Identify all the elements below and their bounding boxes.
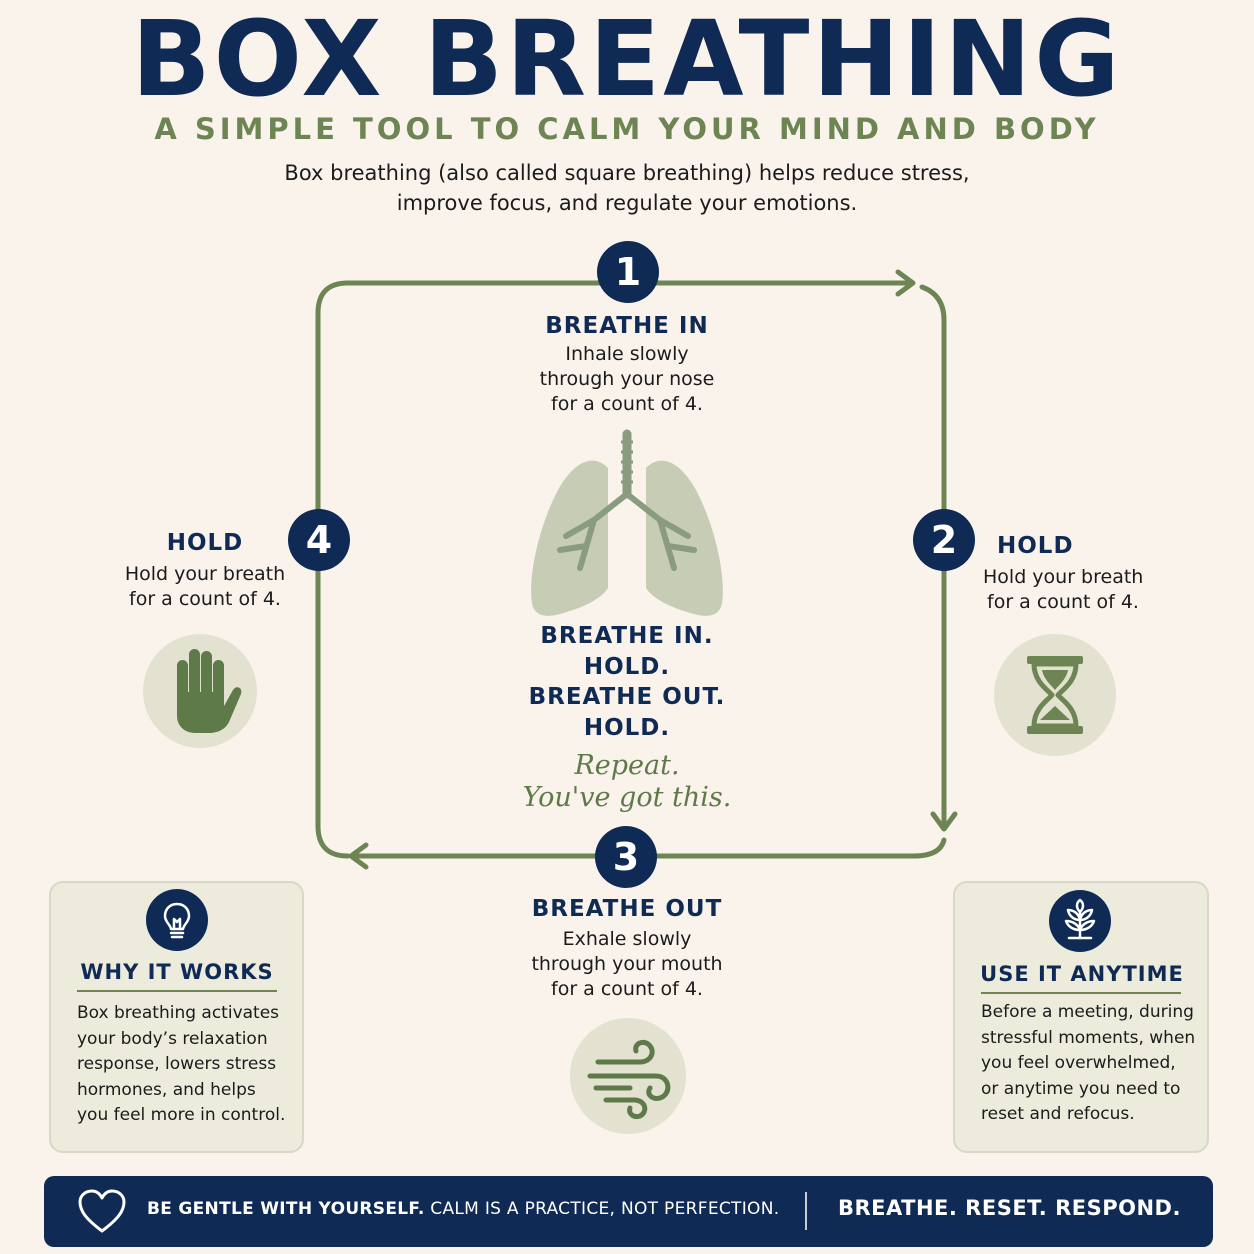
- lightbulb-icon: [163, 902, 191, 939]
- step-badge-4: 4: [288, 509, 350, 571]
- step-3-title: BREATHE OUT: [531, 896, 723, 922]
- top-arrow-head: [895, 269, 916, 297]
- hand-circle: [143, 634, 257, 748]
- use-line: Before a meeting, during: [981, 1002, 1194, 1022]
- sprout-circle: [1049, 890, 1111, 952]
- use-it-anytime-text: Before a meeting, during stressful momen…: [981, 1000, 1195, 1128]
- wind-icon: [587, 1039, 671, 1119]
- mantra-line: BREATHE OUT.: [528, 684, 726, 710]
- wind-circle: [570, 1018, 686, 1134]
- mantra-line: HOLD.: [583, 714, 671, 741]
- hourglass-circle: [994, 634, 1116, 756]
- intro-line: improve focus, and regulate your emotion…: [396, 191, 858, 215]
- why-line: you feel more in control.: [77, 1105, 286, 1125]
- step-3-block: BREATHE OUT Exhale slowly through your m…: [477, 896, 777, 1002]
- lightbulb-circle: [146, 889, 208, 951]
- script-repeat: Repeat.: [574, 750, 680, 781]
- step-1-line: through your nose: [539, 368, 715, 390]
- use-line: reset and refocus.: [981, 1104, 1135, 1124]
- lungs-icon: [531, 429, 723, 616]
- step-badge-2: 2: [913, 509, 975, 571]
- step-1-line: Inhale slowly: [565, 343, 689, 365]
- step-2-line: for a count of 4.: [987, 591, 1139, 613]
- step-3-line: for a count of 4.: [551, 978, 703, 1000]
- intro-text: Box breathing (also called square breath…: [227, 158, 1027, 218]
- use-it-anytime-rule: [981, 992, 1181, 994]
- use-line: or anytime you need to: [981, 1078, 1181, 1099]
- mantra-line: BREATHE IN.: [540, 623, 714, 649]
- banner-rest: CALM IS A PRACTICE, NOT PERFECTION.: [424, 1199, 780, 1219]
- step-4-block: HOLD Hold your breath for a count of 4.: [100, 530, 310, 612]
- intro-line: Box breathing (also called square breath…: [284, 161, 970, 185]
- sprout-icon: [1064, 898, 1096, 940]
- step-4-line: Hold your breath: [124, 563, 286, 585]
- why-line: Box breathing activates: [77, 1003, 280, 1023]
- why-it-works-title: WHY IT WORKS: [80, 960, 274, 984]
- bottom-right-corner: [911, 837, 947, 859]
- hand-icon: [177, 649, 242, 733]
- step-2-title: HOLD: [997, 533, 1074, 559]
- step-2-line: Hold your breath: [983, 566, 1144, 588]
- right-edge-arrow: [919, 284, 947, 831]
- center-mantra: BREATHE IN. HOLD. BREATHE OUT. HOLD.: [477, 621, 777, 743]
- step-4-title: HOLD: [166, 530, 244, 556]
- bottom-arrow-head: [348, 842, 369, 870]
- step-2-block: HOLD Hold your breath for a count of 4.: [975, 533, 1155, 615]
- page-subtitle: A SIMPLE TOOL TO CALM YOUR MIND AND BODY: [154, 112, 1100, 146]
- right-arrow-head: [930, 811, 958, 832]
- step-1-block: BREATHE IN Inhale slowly through your no…: [477, 313, 777, 417]
- why-it-works-text: Box breathing activates your body’s rela…: [77, 1001, 285, 1129]
- use-line: you feel overwhelmed,: [981, 1053, 1176, 1073]
- why-line: hormones, and helps: [77, 1079, 256, 1100]
- step-3-line: Exhale slowly: [562, 928, 692, 950]
- banner-message: BE GENTLE WITH YOURSELF. CALM IS A PRACT…: [147, 1199, 779, 1219]
- use-it-anytime-title: USE IT ANYTIME: [980, 962, 1184, 986]
- why-it-works-rule: [77, 990, 277, 992]
- step-2-text: Hold your breath for a count of 4.: [983, 565, 1155, 615]
- step-4-text: Hold your breath for a count of 4.: [100, 562, 310, 612]
- banner-bold: BE GENTLE WITH YOURSELF.: [147, 1199, 425, 1219]
- banner-tagline: BREATHE. RESET. RESPOND.: [838, 1196, 1181, 1220]
- mantra-line: HOLD.: [583, 653, 671, 680]
- step-3-text: Exhale slowly through your mouth for a c…: [477, 927, 777, 1002]
- step-1-text: Inhale slowly through your nose for a co…: [477, 342, 777, 417]
- step-1-line: for a count of 4.: [551, 393, 703, 415]
- step-4-line: for a count of 4.: [129, 588, 281, 610]
- page-title: BOX BREATHING: [131, 0, 1123, 120]
- why-line: your body’s relaxation: [77, 1028, 268, 1049]
- footer-banner: [44, 1176, 1213, 1247]
- step-badge-1: 1: [597, 241, 659, 303]
- hourglass-icon: [1027, 656, 1083, 734]
- step-1-title: BREATHE IN: [545, 313, 709, 339]
- heart-icon: [78, 1189, 126, 1233]
- why-line: response, lowers stress: [77, 1054, 277, 1074]
- use-line: stressful moments, when: [981, 1027, 1196, 1048]
- script-encouragement: You've got this.: [522, 782, 732, 813]
- banner-divider: [805, 1192, 807, 1230]
- step-3-line: through your mouth: [531, 953, 723, 975]
- step-badge-3: 3: [595, 826, 657, 888]
